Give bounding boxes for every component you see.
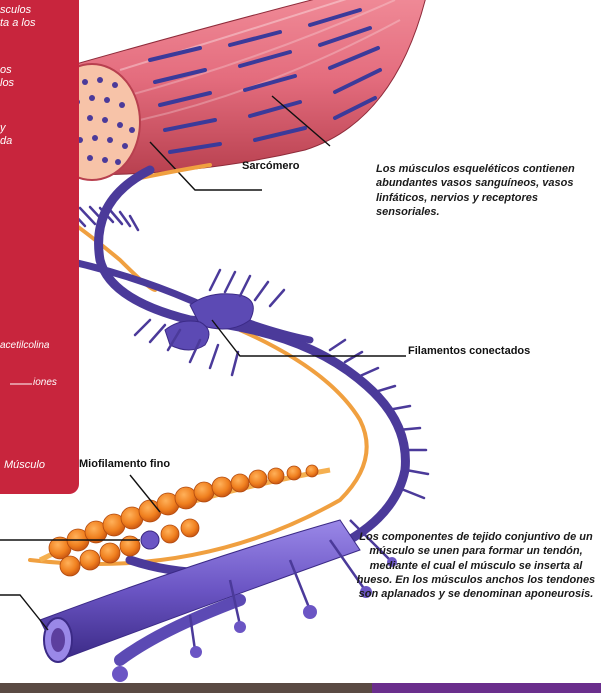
side-text-fragment-3: y da — [0, 122, 60, 148]
acetilcolina-label: acetilcolina — [0, 340, 49, 352]
footer-strip-right — [372, 683, 601, 693]
tendon — [40, 520, 397, 682]
footer-strip-left — [0, 683, 372, 693]
side-text-fragment-2: os los — [0, 64, 60, 90]
iones-pointer-line — [10, 378, 34, 390]
tendon-caption: Los componentes de tejido conjuntivo de … — [356, 530, 596, 601]
side-text-fragment-1: sculos ta a los — [0, 4, 60, 30]
filamentos-conectados-label: Filamentos conectados — [408, 345, 530, 357]
vasos-caption: Los músculos esqueléticos contienen abun… — [376, 162, 598, 219]
iones-label: iones — [33, 377, 57, 389]
miofilamento-fino-label: Miofilamento fino — [79, 458, 170, 470]
sarcomero-label: Sarcómero — [242, 160, 299, 172]
nerve-fiber-branches — [40, 170, 428, 573]
muscle-fiber-bundle — [44, 0, 430, 180]
musculo-label: Músculo — [4, 459, 45, 472]
